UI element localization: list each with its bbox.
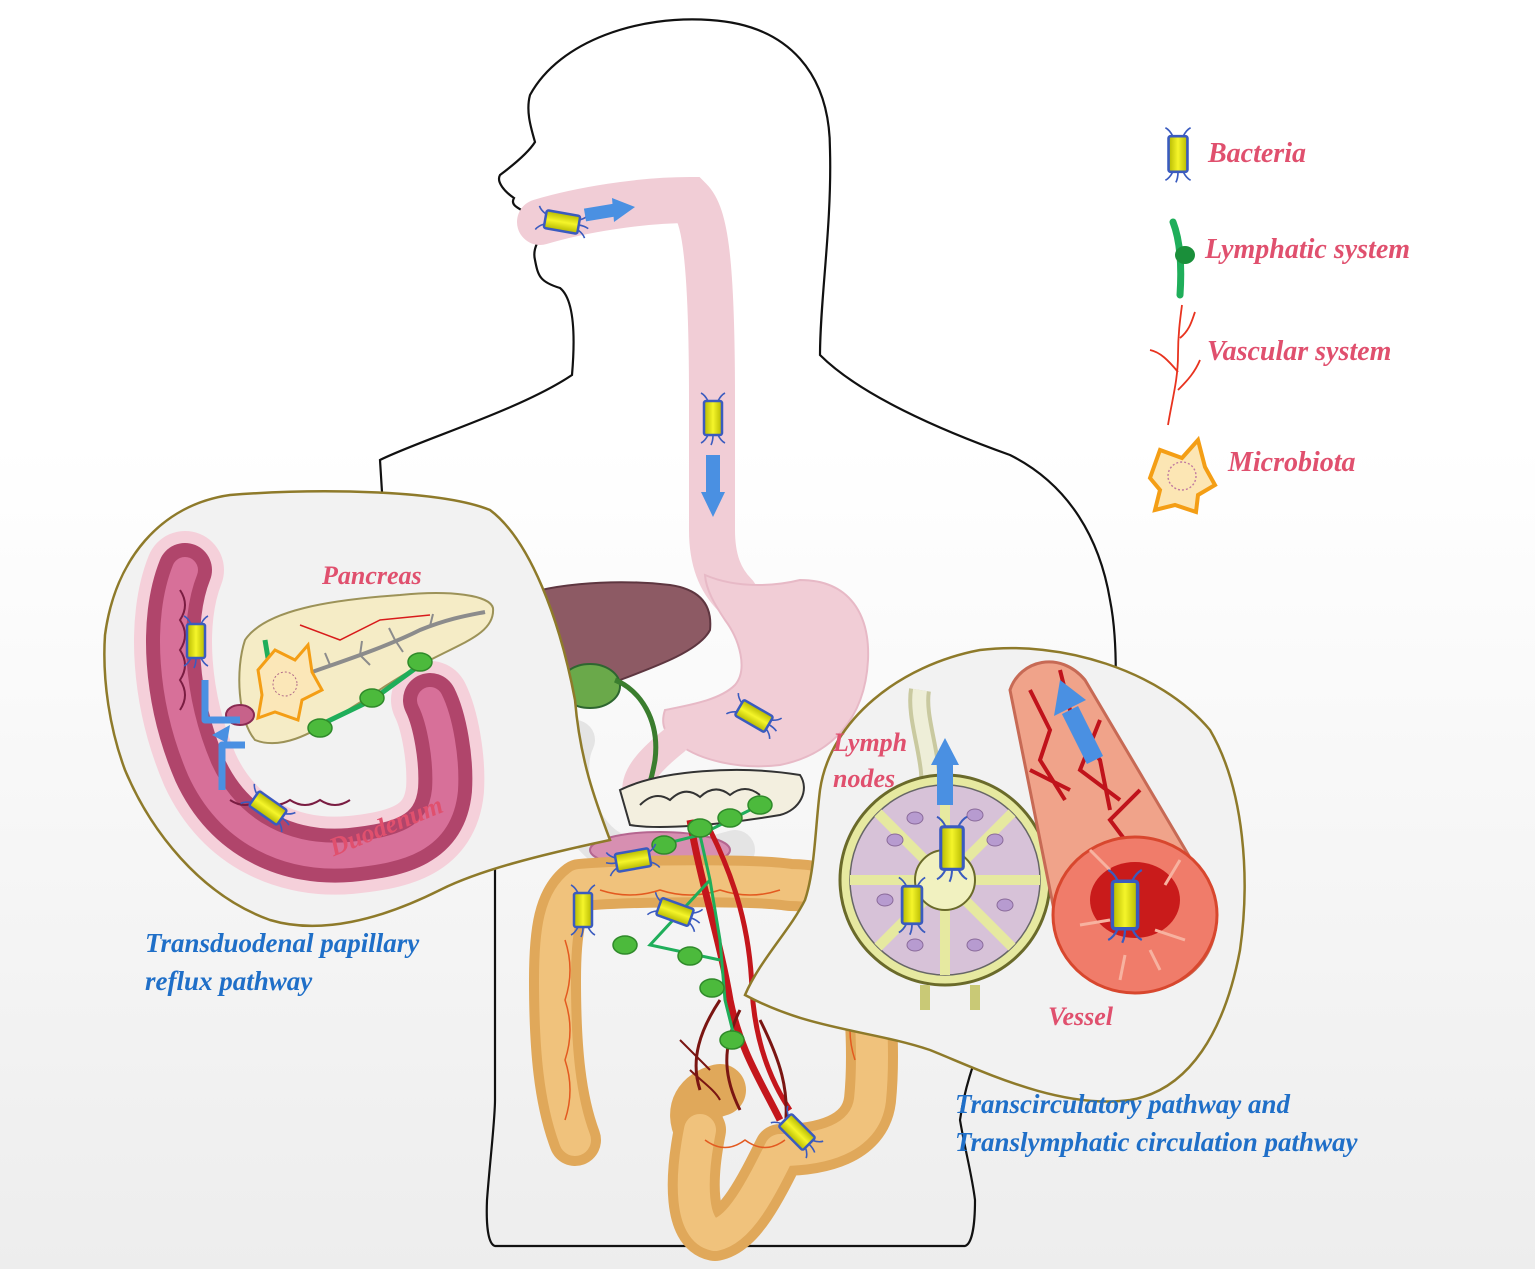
transcirculatory-caption-line2: Translymphatic circulation pathway: [955, 1127, 1358, 1157]
vessel-label: Vessel: [1048, 1002, 1113, 1031]
legend-vascular-icon: [1149, 304, 1201, 426]
blood-vessel: [1008, 660, 1219, 995]
gi-tract: [517, 176, 870, 815]
legend-icons: [1147, 126, 1218, 515]
inset-microbiota: [256, 641, 325, 722]
legend-bacteria-label: Bacteria: [1208, 138, 1306, 169]
transcirculatory-caption-line1: Transcirculatory pathway and: [955, 1089, 1291, 1119]
legend-microbiota-label: Microbiota: [1228, 447, 1356, 478]
stomach: [662, 573, 870, 768]
lymph-nodes-label-line2: nodes: [833, 764, 896, 793]
transduodenal-caption-line2: reflux pathway: [145, 966, 313, 996]
legend-lymphatic-label: Lymphatic system: [1205, 234, 1411, 265]
lymph-nodes-label-line1: Lymph: [833, 728, 908, 757]
body-lymphatic-system: [612, 795, 773, 1050]
legend-bacteria-icon: [1164, 126, 1192, 184]
legend-lymphatic-icon: [1169, 218, 1195, 299]
pancreas-label: Pancreas: [322, 561, 422, 590]
lymph-node: [838, 688, 1052, 1010]
inset-pancreas-duodenum: [103, 490, 612, 928]
path-bacteria: [534, 198, 826, 1161]
legend-vascular-label: Vascular system: [1207, 336, 1392, 367]
transduodenal-caption-line1: Transduodenal papillary: [145, 928, 420, 958]
legend-microbiota-icon: [1147, 435, 1218, 515]
inset-lymph-vessel: [743, 646, 1246, 1103]
